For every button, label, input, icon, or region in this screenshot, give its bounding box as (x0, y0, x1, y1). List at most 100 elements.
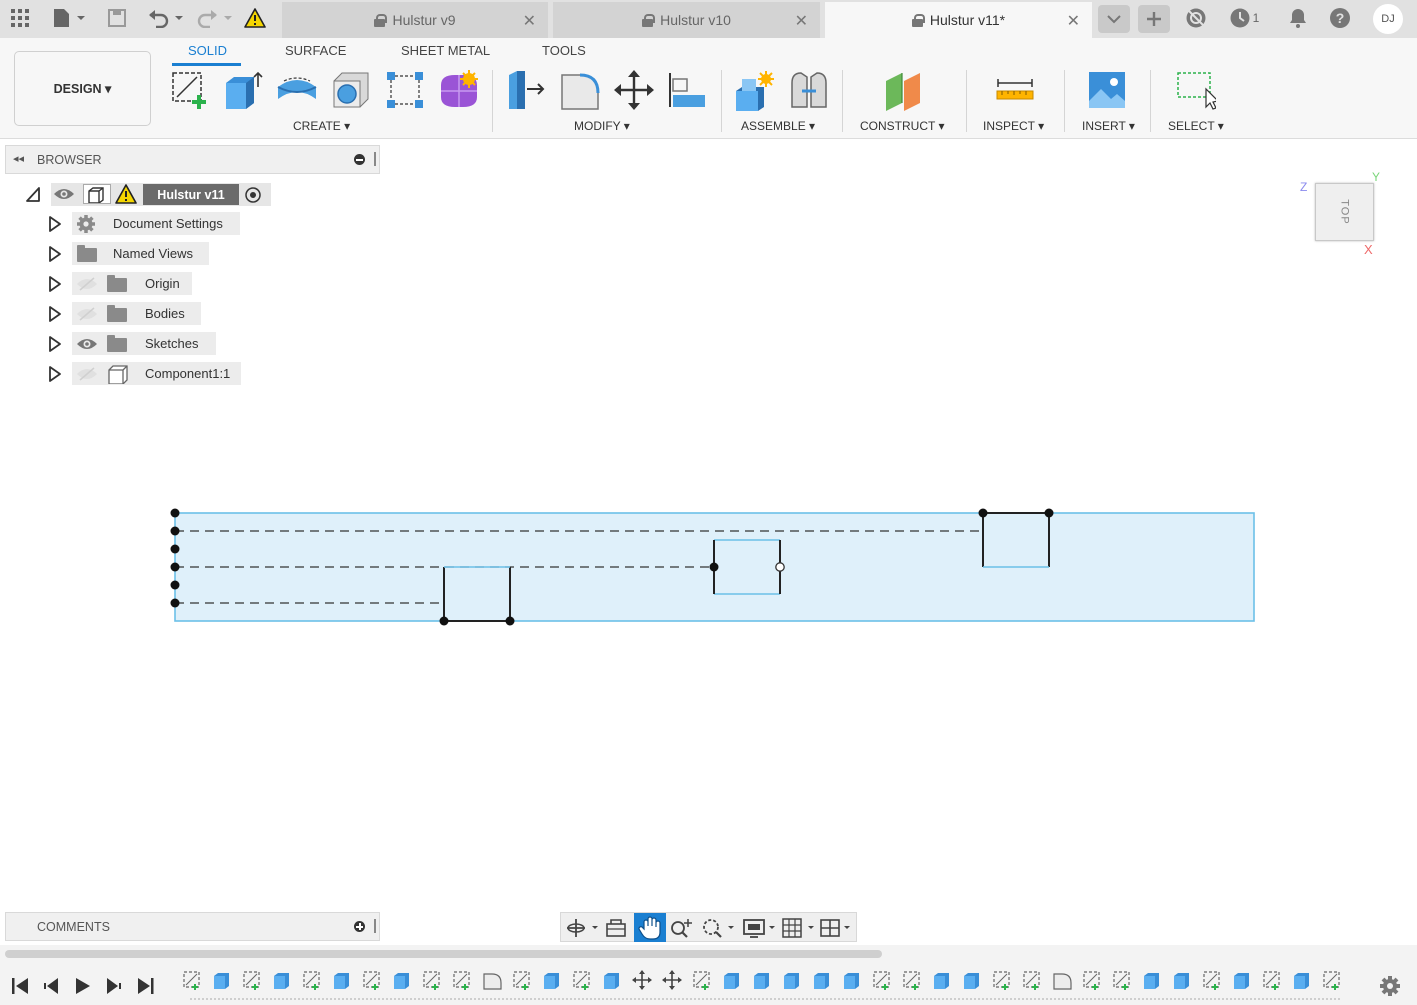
press-pull-icon[interactable] (505, 69, 547, 111)
new-tab-button[interactable] (1138, 5, 1170, 33)
browser-panel-header[interactable]: ◂◂ BROWSER (5, 145, 380, 174)
workspace-switcher-button[interactable]: DESIGN ▾ (14, 51, 151, 126)
comments-panel-header[interactable]: COMMENTS (5, 912, 380, 941)
timeline-sketch-icon[interactable] (693, 971, 710, 990)
timeline-extrude-icon[interactable] (274, 973, 289, 989)
visibility-eye-icon[interactable] (76, 336, 98, 352)
tab-hulstur-v9[interactable]: Hulstur v9 ✕ (282, 2, 548, 38)
timeline-extrude-icon[interactable] (1174, 973, 1189, 989)
collapse-panel-icon[interactable]: ◂◂ (13, 153, 25, 165)
browser-item-origin[interactable] (72, 272, 192, 295)
close-icon[interactable]: ✕ (1066, 13, 1080, 30)
app-grid-icon[interactable] (8, 6, 32, 30)
timeline-extrude-icon[interactable] (214, 973, 229, 989)
timeline-move-icon[interactable] (632, 970, 652, 990)
align-icon[interactable] (667, 69, 709, 111)
tab-tools[interactable]: TOOLS (542, 43, 586, 58)
move-copy-icon[interactable] (613, 69, 655, 111)
add-comment-icon[interactable] (354, 921, 365, 932)
timeline-sketch-icon[interactable] (513, 971, 530, 990)
timeline-extrude-icon[interactable] (1144, 973, 1159, 989)
timeline-fillet-icon[interactable] (483, 973, 502, 990)
timeline-sketch-icon[interactable] (873, 971, 890, 990)
select-menu[interactable]: SELECT ▾ (1168, 119, 1224, 133)
timeline-sketch-icon[interactable] (1203, 971, 1220, 990)
save-icon[interactable] (106, 6, 128, 30)
assemble-menu[interactable]: ASSEMBLE ▾ (741, 119, 816, 133)
measure-icon[interactable] (994, 69, 1036, 111)
panel-minimize-icon[interactable] (354, 154, 365, 165)
grid-settings-icon[interactable] (781, 917, 817, 939)
rectangular-pattern-icon[interactable] (384, 69, 426, 111)
sketch-canvas[interactable] (0, 500, 1300, 635)
timeline-extrude-icon[interactable] (964, 973, 979, 989)
insert-menu[interactable]: INSERT ▾ (1082, 119, 1135, 133)
user-avatar[interactable]: DJ (1373, 4, 1403, 34)
hidden-eye-icon[interactable] (76, 306, 98, 322)
inspect-menu[interactable]: INSPECT ▾ (983, 119, 1045, 133)
timeline-sketch-icon[interactable] (423, 971, 440, 990)
root-component-name[interactable]: Hulstur v11 (143, 184, 239, 205)
timeline-sketch-icon[interactable] (993, 971, 1010, 990)
look-at-icon[interactable] (604, 917, 628, 939)
display-settings-icon[interactable] (742, 917, 778, 939)
expand-icon[interactable] (48, 276, 62, 292)
visibility-eye-icon[interactable] (53, 186, 75, 202)
activate-radio-icon[interactable] (244, 186, 262, 204)
timeline-sketch-icon[interactable] (453, 971, 470, 990)
browser-item-document-settings[interactable] (72, 212, 240, 235)
insert-image-icon[interactable] (1086, 69, 1128, 111)
timeline-sketch-icon[interactable] (573, 971, 590, 990)
timeline-move-icon[interactable] (662, 970, 682, 990)
revolve-icon[interactable] (276, 69, 318, 111)
timeline-settings-gear-icon[interactable] (1378, 974, 1402, 998)
timeline-extrude-icon[interactable] (1234, 973, 1249, 989)
expand-icon[interactable] (48, 246, 62, 262)
extrude-icon[interactable] (222, 69, 264, 111)
modify-menu[interactable]: MODIFY ▾ (574, 119, 630, 133)
timeline-extrude-icon[interactable] (394, 973, 409, 989)
timeline-extrude-icon[interactable] (724, 973, 739, 989)
sketch-point-open[interactable] (775, 562, 785, 572)
timeline-sketch-icon[interactable] (1323, 971, 1340, 990)
sketch-points[interactable] (170, 508, 1054, 626)
timeline-extrude-icon[interactable] (814, 973, 829, 989)
job-status-icon[interactable]: 1 (1224, 6, 1264, 30)
viewports-icon[interactable] (819, 917, 855, 939)
timeline-sketch-icon[interactable] (1023, 971, 1040, 990)
timeline-extrude-icon[interactable] (604, 973, 619, 989)
file-menu-icon[interactable] (50, 6, 88, 30)
tab-sheet-metal[interactable]: SHEET METAL (401, 43, 491, 58)
browser-item-bodies[interactable] (72, 302, 201, 325)
expand-icon[interactable] (48, 216, 62, 232)
expand-icon[interactable] (48, 306, 62, 322)
timeline-extrude-icon[interactable] (784, 973, 799, 989)
tab-surface[interactable]: SURFACE (285, 43, 347, 58)
timeline-sketch-icon[interactable] (243, 971, 260, 990)
joint-icon[interactable] (788, 69, 830, 111)
pan-icon[interactable] (634, 913, 666, 942)
close-icon[interactable]: ✕ (794, 13, 808, 30)
timeline-extrude-icon[interactable] (1294, 973, 1309, 989)
window-select-icon[interactable] (1174, 69, 1220, 111)
timeline-sketch-icon[interactable] (1083, 971, 1100, 990)
browser-item-named-views[interactable] (72, 242, 209, 265)
timeline-fillet-icon[interactable] (1053, 973, 1072, 990)
create-menu[interactable]: CREATE ▾ (293, 119, 351, 133)
redo-icon[interactable] (196, 6, 234, 30)
timeline-sketch-icon[interactable] (303, 971, 320, 990)
timeline-sketch-icon[interactable] (363, 971, 380, 990)
create-form-icon[interactable] (437, 69, 479, 111)
timeline-sketch-icon[interactable] (1113, 971, 1130, 990)
expand-icon[interactable] (48, 336, 62, 352)
offset-plane-icon[interactable] (882, 69, 924, 111)
panel-pin-icon[interactable] (374, 152, 376, 166)
timeline-features[interactable] (180, 966, 1350, 1002)
timeline-extrude-icon[interactable] (544, 973, 559, 989)
timeline-extrude-icon[interactable] (334, 973, 349, 989)
extensions-icon[interactable] (1183, 6, 1209, 30)
undo-icon[interactable] (146, 6, 186, 30)
fit-zoom-icon[interactable] (701, 917, 737, 939)
zoom-icon[interactable] (669, 917, 693, 939)
tab-overflow-button[interactable] (1098, 5, 1130, 33)
